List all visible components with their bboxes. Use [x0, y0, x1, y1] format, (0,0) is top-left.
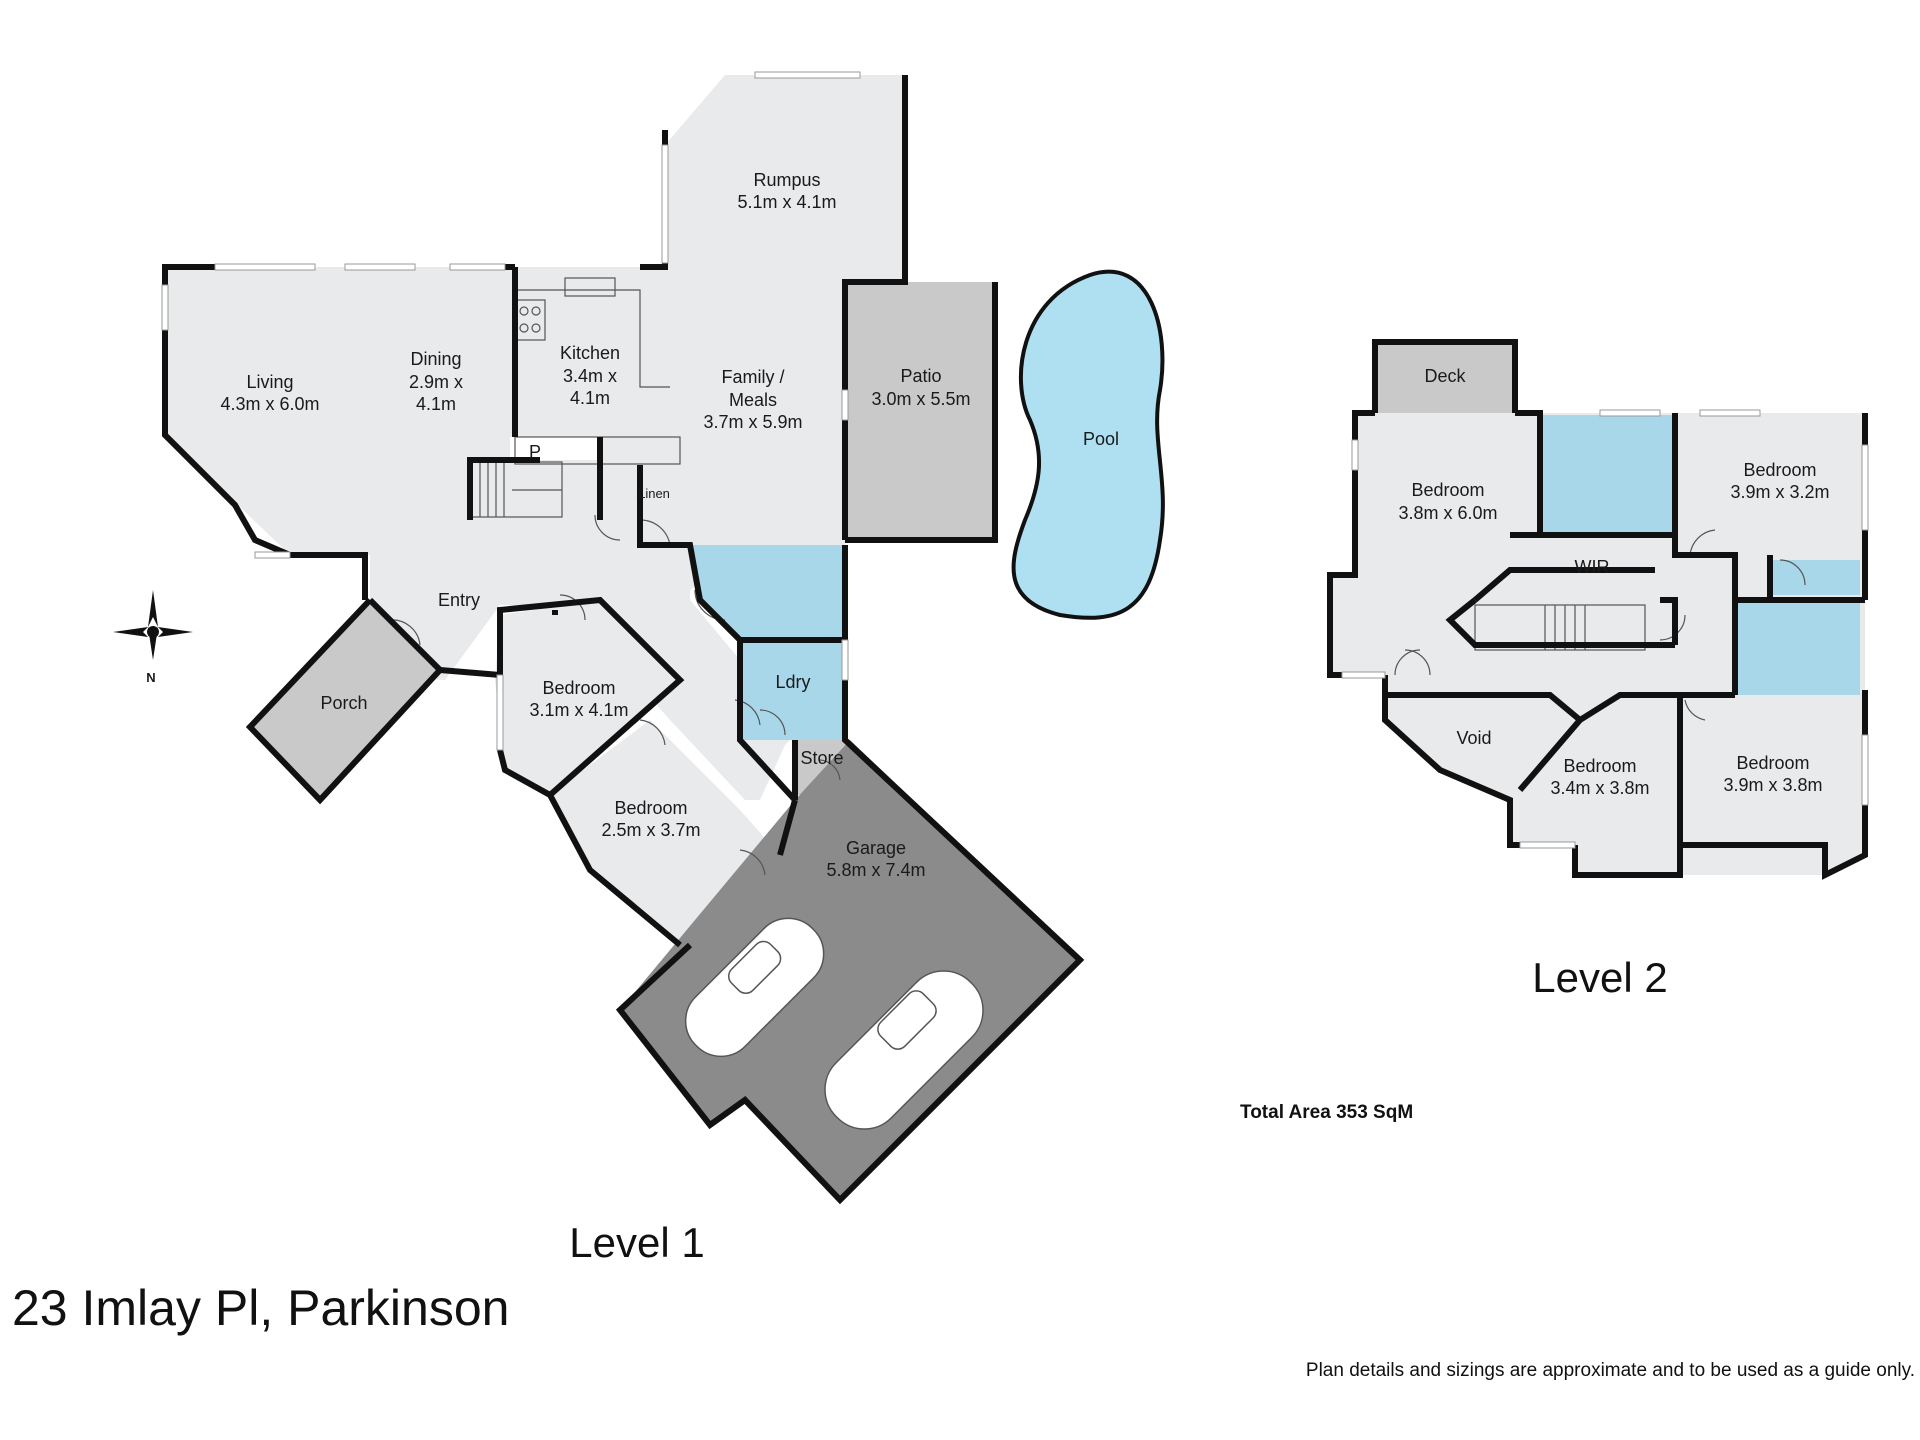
- bedroom-ne-size: 3.9m x 3.2m: [1730, 482, 1829, 502]
- bedroom-se-label: Bedroom: [1736, 753, 1809, 773]
- bedroom-s-label: Bedroom: [1563, 756, 1636, 776]
- level-1-plan: [113, 71, 1165, 1205]
- void-label: Void: [1456, 728, 1491, 748]
- level-1-wet-areas: [690, 545, 845, 740]
- patio-size: 3.0m x 5.5m: [871, 389, 970, 409]
- porch-label: Porch: [320, 693, 367, 713]
- pantry-label: P: [529, 442, 541, 462]
- living-label: Living: [246, 372, 293, 392]
- garage-label: Garage: [846, 838, 906, 858]
- wir-label: WIR: [1575, 557, 1610, 577]
- total-area: Total Area 353 SqM: [1240, 1102, 1413, 1123]
- level-2-windows: [1341, 409, 1869, 849]
- car-icons: [684, 917, 984, 1130]
- wc-wet: [1770, 560, 1860, 595]
- family-size: 3.7m x 5.9m: [703, 412, 802, 432]
- laundry-label: Ldry: [775, 672, 810, 692]
- porch-slab: [250, 600, 440, 800]
- family-label-line1: Family /: [722, 367, 785, 387]
- kitchen-size-line1: 3.4m x: [563, 366, 617, 386]
- dining-size-line1: 2.9m x: [409, 372, 463, 392]
- compass-north-label: N: [146, 670, 155, 685]
- pool-outline: [1011, 269, 1165, 620]
- pool-label: Pool: [1083, 429, 1119, 449]
- bedroom-s-size: 3.4m x 3.8m: [1550, 778, 1649, 798]
- patio-label: Patio: [900, 366, 941, 386]
- level-1-walls: [162, 75, 1085, 1205]
- bedroom-b-label: Bedroom: [614, 798, 687, 818]
- property-address: 23 Imlay Pl, Parkinson: [12, 1280, 509, 1336]
- level-1-floor: [165, 75, 905, 945]
- master-bedroom-label: Bedroom: [1411, 480, 1484, 500]
- kitchen-size-line2: 4.1m: [570, 388, 610, 408]
- dining-label: Dining: [410, 349, 461, 369]
- bedroom-se-size: 3.9m x 3.8m: [1723, 775, 1822, 795]
- master-bedroom-size: 3.8m x 6.0m: [1398, 503, 1497, 523]
- level-1-labels: Living 4.3m x 6.0m Dining 2.9m x 4.1m Ki…: [146, 170, 1119, 880]
- level-2-walls: [1327, 339, 1868, 880]
- rumpus-label: Rumpus: [753, 170, 820, 190]
- compass-icon: [113, 590, 193, 660]
- family-label-line2: Meals: [729, 390, 777, 410]
- garage-size: 5.8m x 7.4m: [826, 860, 925, 880]
- level-1-title: Level 1: [569, 1219, 704, 1266]
- bathroom-wet: [1735, 600, 1860, 695]
- level-2-plan: [1327, 339, 1869, 880]
- bedroom-b-size: 2.5m x 3.7m: [601, 820, 700, 840]
- rumpus-size: 5.1m x 4.1m: [737, 192, 836, 212]
- level-2-labels: Deck Bedroom 3.8m x 6.0m Bedroom 3.9m x …: [1398, 366, 1829, 798]
- store-label: Store: [800, 748, 843, 768]
- level-1-windows: [161, 71, 861, 751]
- entry-label: Entry: [438, 590, 480, 610]
- bedroom-ne-label: Bedroom: [1743, 460, 1816, 480]
- disclaimer: Plan details and sizings are approximate…: [1306, 1360, 1915, 1381]
- linen-label: Linen: [638, 486, 670, 501]
- patio-slab: [845, 282, 995, 540]
- ensuite-wet: [1540, 415, 1675, 535]
- living-size: 4.3m x 6.0m: [220, 394, 319, 414]
- bedroom-a-size: 3.1m x 4.1m: [529, 700, 628, 720]
- dining-size-line2: 4.1m: [416, 394, 456, 414]
- kitchen-label: Kitchen: [560, 343, 620, 363]
- deck-slab: [1375, 342, 1515, 413]
- bedroom-a-label: Bedroom: [542, 678, 615, 698]
- deck-label: Deck: [1424, 366, 1466, 386]
- level-2-title: Level 2: [1532, 954, 1667, 1001]
